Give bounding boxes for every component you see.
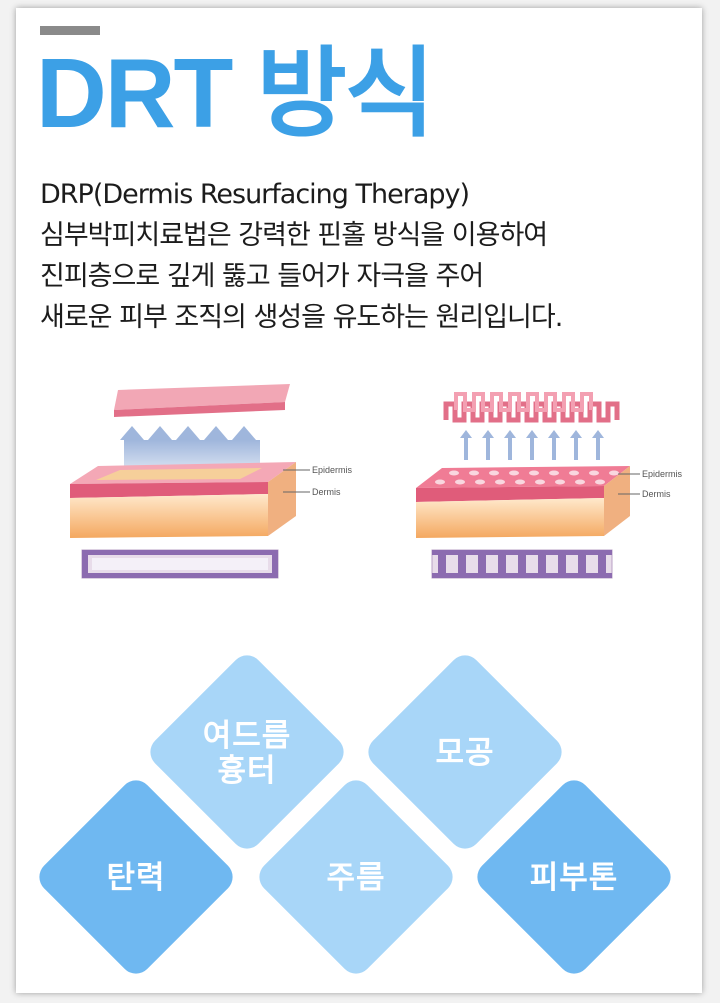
lifted-pinhole-pieces (443, 392, 620, 423)
description-line-3: 진피층으로 깊게 뚫고 들어가 자극을 주어 (40, 261, 484, 292)
benefit-acne-scar-line2: 흉터 (217, 753, 277, 789)
dermis-label: Dermis (642, 489, 671, 499)
resurfacing-diagram-right: Epidermis Dermis (416, 392, 683, 579)
description-line-4: 새로운 피부 조직의 생성을 유도하는 원리입니다. (40, 302, 563, 333)
description-line-2: 심부박피치료법은 강력한 핀홀 방식을 이용하여 (40, 220, 548, 251)
pinhole-histology-strip (431, 549, 613, 579)
page-title: DRT 방식 (36, 38, 435, 148)
pinhole-up-arrows (460, 430, 604, 460)
skin-block (70, 462, 296, 538)
dermis-label: Dermis (312, 487, 341, 497)
benefit-acne-scar-line1: 여드름 (202, 718, 292, 754)
histology-strip (81, 549, 279, 579)
benefit-wrinkles: 주름 (326, 860, 386, 896)
epidermis-label: Epidermis (312, 465, 353, 475)
benefit-elasticity: 탄력 (106, 860, 166, 896)
benefit-skin-tone: 피부톤 (529, 860, 619, 896)
lifted-skin-layer (114, 384, 290, 417)
epidermis-label: Epidermis (642, 469, 683, 479)
resurfacing-diagram-left: Epidermis Dermis (70, 384, 353, 579)
benefit-pores: 모공 (435, 735, 495, 771)
description-block: DRP(Dermis Resurfacing Therapy) 심부박피치료법은… (40, 174, 690, 338)
benefit-acne-scar: 여드름 흉터 (152, 719, 342, 789)
header-accent-bar (40, 26, 100, 35)
description-line-1: DRP(Dermis Resurfacing Therapy) (40, 179, 470, 210)
content-card: DRT 방식 DRP(Dermis Resurfacing Therapy) 심… (16, 8, 702, 993)
pinhole-skin-block (416, 466, 630, 538)
